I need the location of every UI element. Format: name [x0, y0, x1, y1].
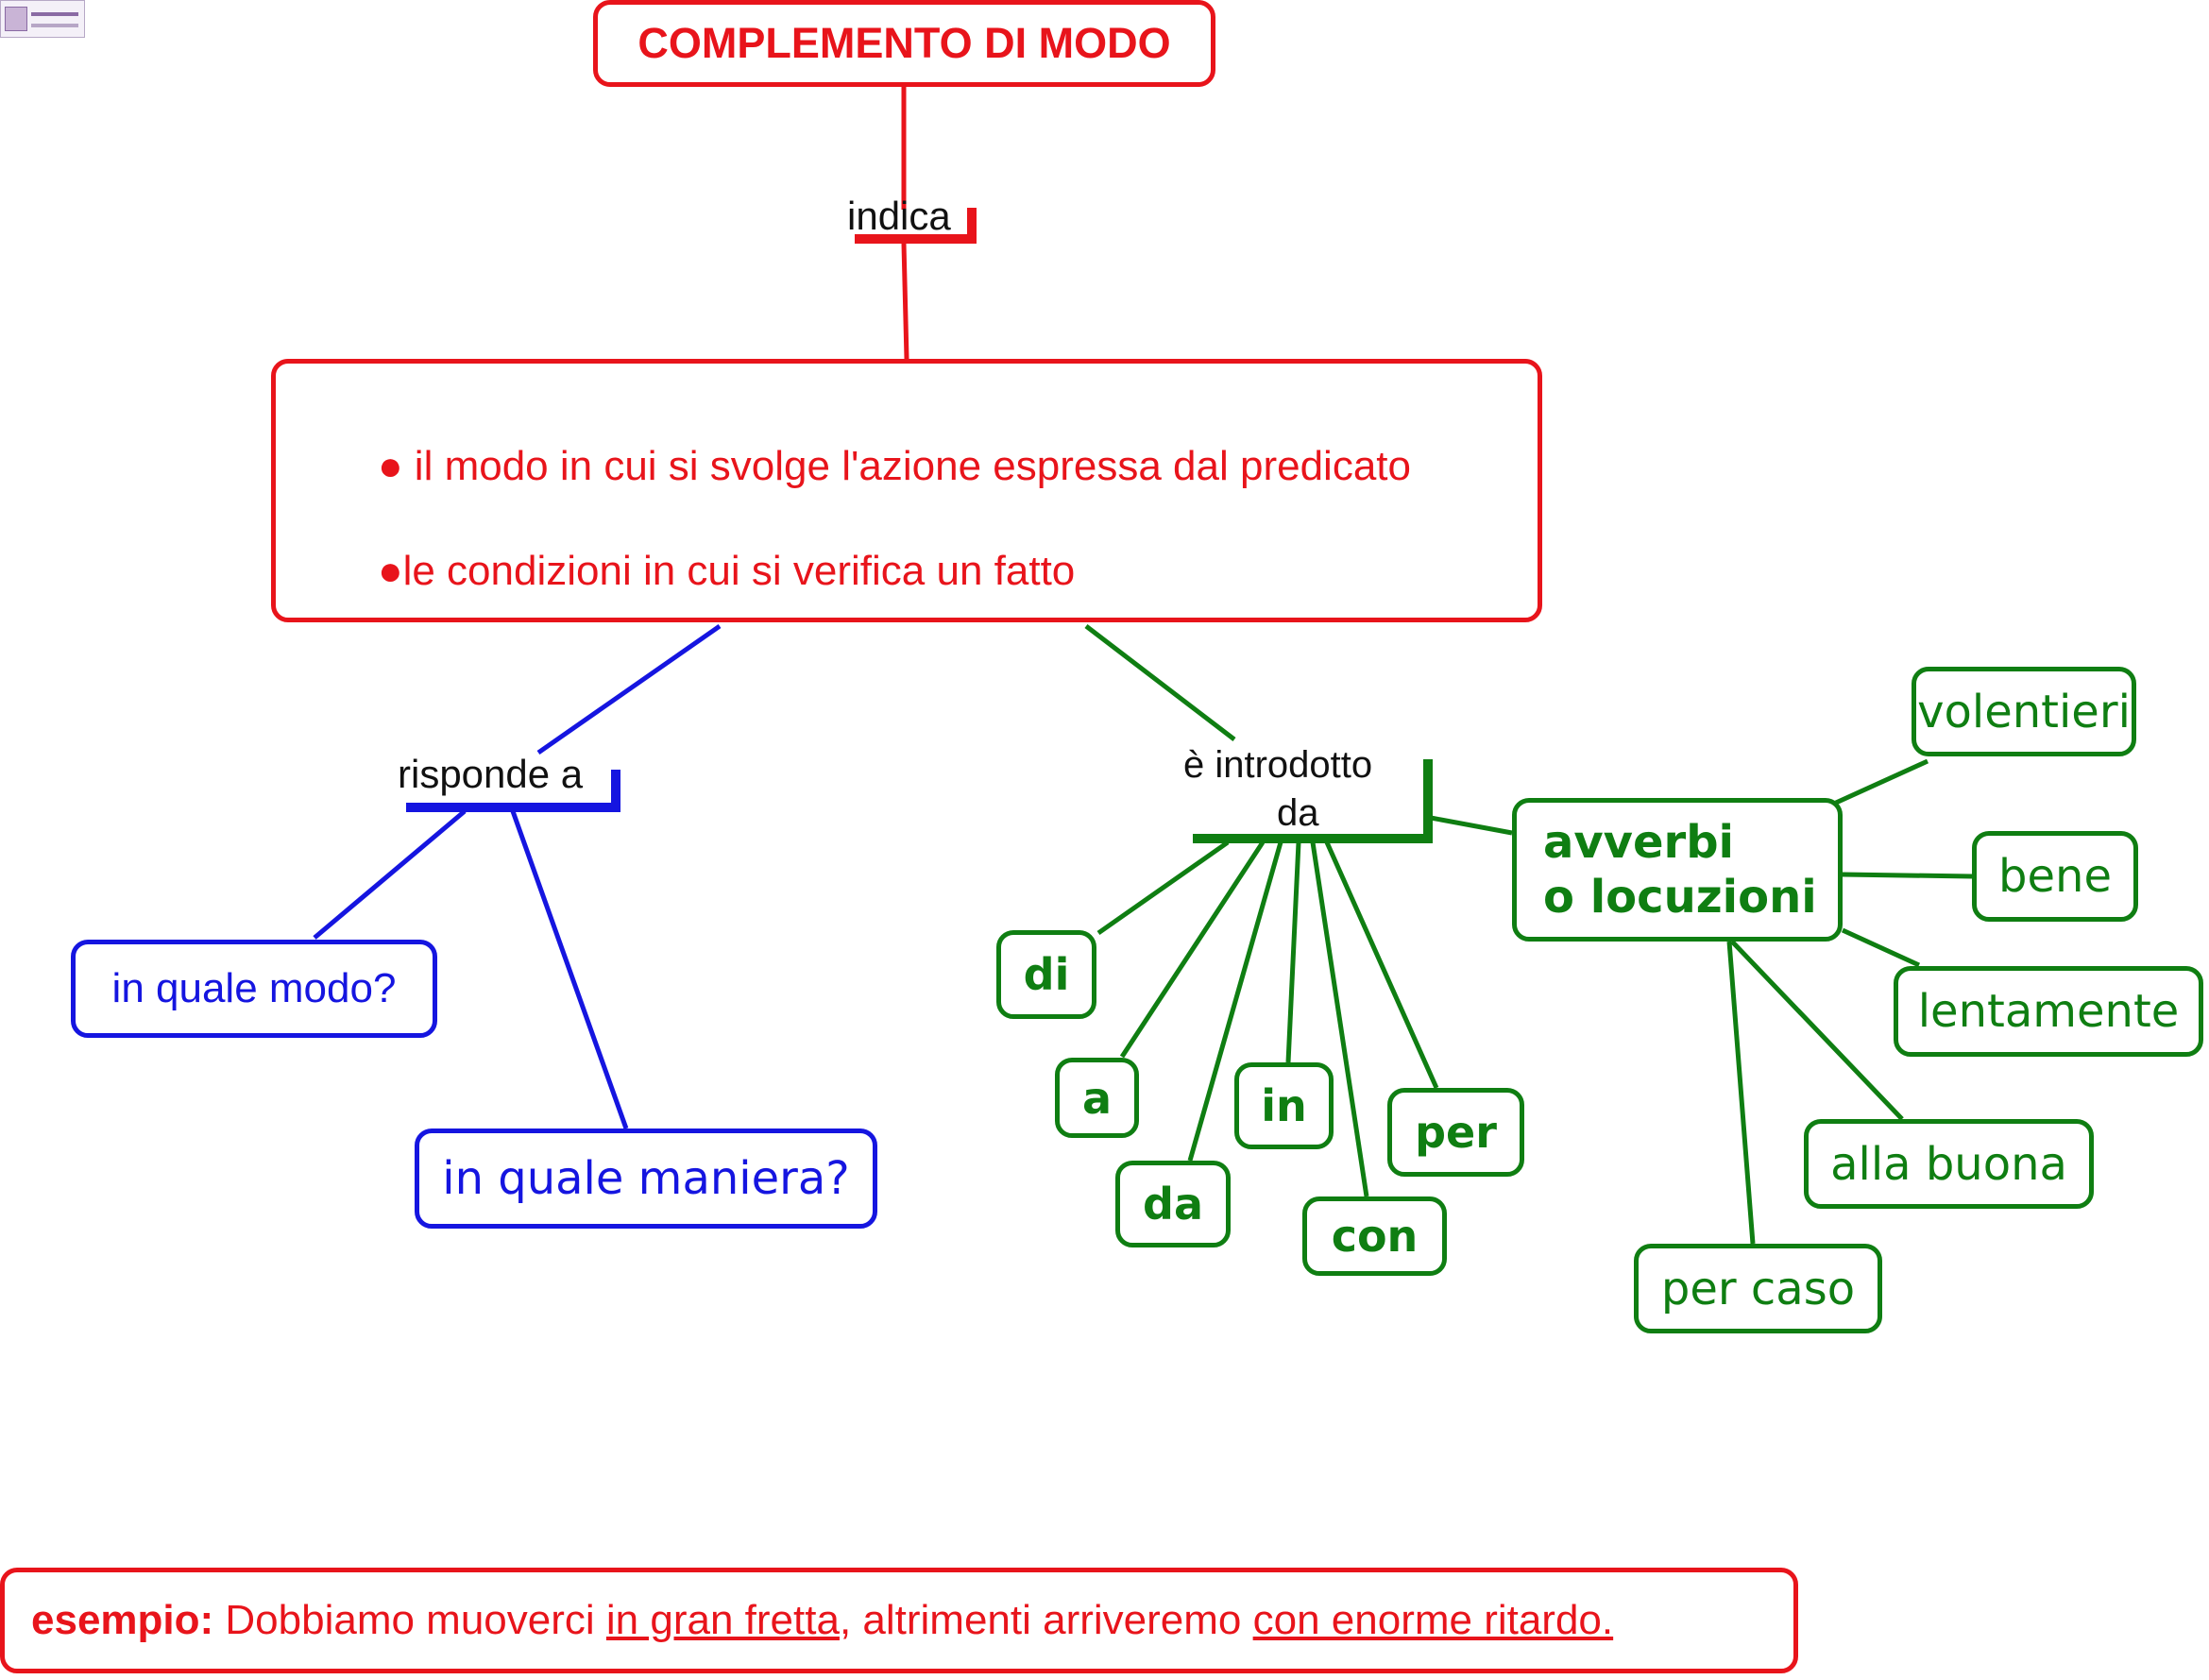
preposition-box-da: da: [1115, 1161, 1231, 1247]
connector-prep-in: [1285, 841, 1301, 1063]
preposition-box-a: a: [1055, 1058, 1139, 1138]
preposition-label: di: [1023, 949, 1070, 1000]
logo-text-mark: [31, 24, 78, 27]
question-label: in quale modo?: [111, 965, 397, 1011]
preposition-label: con: [1331, 1211, 1419, 1262]
connector-prep-con: [1310, 841, 1369, 1197]
introdotto-bracket: [1193, 759, 1433, 843]
logo-building-icon: [5, 7, 27, 31]
connector-introdotto-avverbi: [1430, 815, 1513, 836]
example-text: , altrimenti arriveremo: [839, 1597, 1253, 1643]
connector-adv-alla-buona: [1730, 940, 1904, 1121]
definition-line-1: ● il modo in cui si svolge l'azione espr…: [378, 443, 1411, 489]
label-risponde: risponde a: [398, 752, 584, 796]
preposition-box-con: con: [1302, 1196, 1447, 1276]
adverb-label: volentieri: [1917, 685, 2131, 738]
label-introdotto-line1: è introdotto: [1183, 744, 1373, 786]
connector-indica-definition: [901, 243, 909, 360]
site-logo: [0, 0, 85, 38]
adverbs-node-line-1: avverbi: [1543, 816, 1735, 869]
definition-box: ● il modo in cui si svolge l'azione espr…: [271, 359, 1542, 622]
connector-definition-risponde: [536, 623, 722, 755]
preposition-label: a: [1081, 1072, 1113, 1124]
connector-adv-bene: [1842, 872, 1973, 879]
adverb-box-alla-buona: alla buona: [1804, 1119, 2094, 1209]
connector-risponde-q2: [510, 810, 629, 1129]
definition-line-2: ●le condizioni in cui si verifica un fat…: [378, 548, 1076, 594]
connector-adv-per-caso: [1726, 941, 1756, 1245]
example-label: esempio:: [31, 1597, 214, 1643]
adverb-label: lentamente: [1917, 985, 2180, 1038]
title-box: COMPLEMENTO DI MODO: [593, 0, 1215, 87]
preposition-label: per: [1415, 1107, 1497, 1158]
connector-definition-introdotto: [1084, 624, 1236, 741]
adverb-label: bene: [1998, 850, 2112, 903]
adverbs-node: avverbi o locuzioni: [1512, 798, 1843, 942]
logo-text-mark: [31, 12, 78, 16]
connector-risponde-q1: [313, 809, 467, 940]
preposition-box-in: in: [1234, 1062, 1334, 1149]
page-title: COMPLEMENTO DI MODO: [637, 19, 1171, 67]
label-introdotto-line2: da: [1277, 792, 1319, 834]
connector-prep-da: [1187, 841, 1283, 1162]
adverb-box-volentieri: volentieri: [1912, 667, 2136, 756]
adverb-box-per-caso: per caso: [1634, 1244, 1882, 1333]
connector-adv-volentieri: [1834, 758, 1929, 806]
question-label: in quale maniera?: [442, 1152, 850, 1205]
preposition-box-per: per: [1387, 1088, 1524, 1177]
adverb-label: alla buona: [1830, 1137, 2067, 1191]
preposition-label: in: [1261, 1080, 1307, 1131]
preposition-label: da: [1143, 1179, 1203, 1230]
example-text: Dobbiamo muoverci: [213, 1597, 606, 1643]
adverbs-node-line-2: o locuzioni: [1543, 871, 1817, 924]
question-box-maniera: in quale maniera?: [415, 1128, 877, 1229]
preposition-box-di: di: [996, 930, 1096, 1019]
adverb-label: per caso: [1660, 1262, 1856, 1315]
connector-prep-a: [1119, 840, 1266, 1059]
risponde-bracket: [406, 770, 620, 812]
adverb-box-bene: bene: [1972, 831, 2138, 922]
label-indica: indica: [847, 194, 951, 238]
example-underlined-phrase: con enorme ritardo.: [1252, 1597, 1614, 1643]
indica-bracket: [855, 208, 977, 244]
question-box-modo: in quale modo?: [71, 940, 437, 1038]
connector-prep-di: [1096, 840, 1230, 936]
example-underlined-phrase: in gran fretta: [605, 1597, 840, 1643]
adverb-box-lentamente: lentamente: [1894, 966, 2203, 1057]
example-box: esempio: Dobbiamo muoverci in gran frett…: [0, 1568, 1798, 1673]
connector-adv-lentamente: [1841, 927, 1921, 968]
connector-prep-per: [1324, 840, 1439, 1090]
